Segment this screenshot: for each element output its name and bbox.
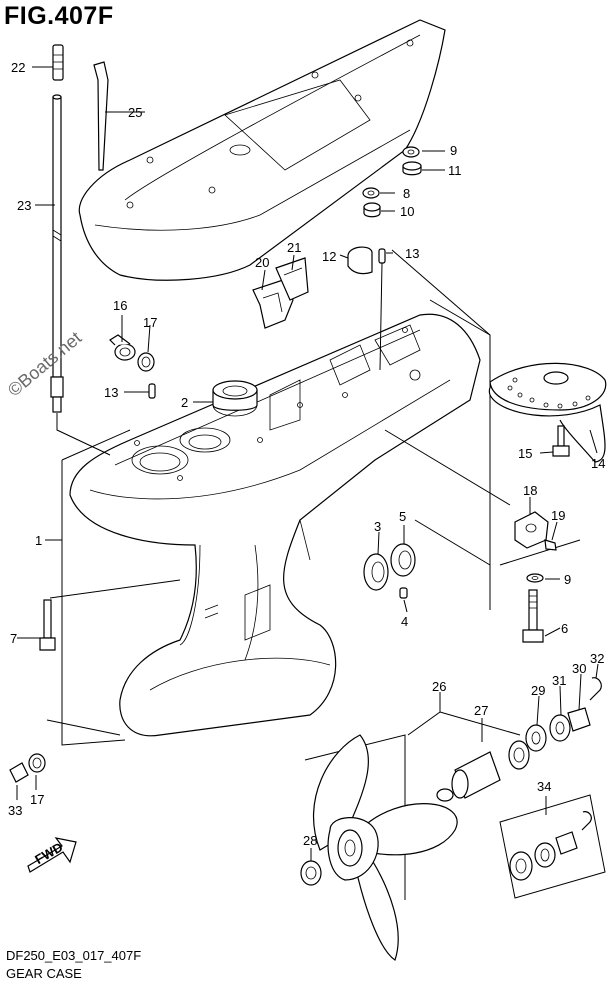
callout-27: 27 — [474, 703, 488, 718]
part-28-washer-rear — [508, 740, 530, 770]
part-23-rod — [50, 94, 64, 413]
callout-11: 11 — [448, 163, 462, 178]
part-7-bolt — [39, 599, 56, 651]
part-19-screw — [544, 539, 557, 551]
callout-4: 4 — [401, 614, 408, 629]
propeller — [312, 734, 458, 961]
gear-case-body — [69, 313, 481, 737]
callout-5: 5 — [399, 509, 406, 524]
callout-7: 7 — [10, 631, 17, 646]
part-17-washer-lower — [28, 753, 46, 773]
part-15-bolt — [552, 425, 570, 457]
callout-34: 34 — [537, 779, 551, 794]
upper-cover-plate — [78, 19, 446, 281]
callout-14: 14 — [591, 456, 605, 471]
part-9-washer-top — [402, 146, 420, 158]
part-17-washer — [137, 352, 155, 372]
callout-17-lower: 17 — [30, 792, 44, 807]
fwd-arrow: FWD — [27, 837, 77, 873]
callout-21: 21 — [287, 240, 301, 255]
callout-30: 30 — [572, 661, 586, 676]
callout-3: 3 — [374, 519, 381, 534]
part-8-washer — [362, 187, 380, 199]
callout-labels: 22 25 23 16 17 13 2 1 7 20 21 12 13 9 11… — [8, 60, 605, 848]
callout-26: 26 — [432, 679, 446, 694]
callout-12: 12 — [322, 249, 336, 264]
callout-2: 2 — [181, 395, 188, 410]
callout-8: 8 — [403, 186, 410, 201]
part-28-washer — [300, 860, 322, 886]
callout-20: 20 — [255, 255, 269, 270]
part-13-pin-left — [148, 383, 156, 399]
part-13-pin-right — [378, 248, 386, 264]
callout-9-right: 9 — [564, 572, 571, 587]
part-12-anode — [347, 246, 373, 275]
exploded-frame — [46, 249, 581, 900]
part-30-nut — [567, 707, 591, 732]
part-18-block — [514, 511, 549, 549]
callout-9-top: 9 — [450, 143, 457, 158]
part-6-bolt — [522, 589, 544, 643]
callout-16: 16 — [113, 298, 127, 313]
callout-28: 28 — [303, 833, 317, 848]
callout-18: 18 — [523, 483, 537, 498]
callout-6: 6 — [561, 621, 568, 636]
callout-13-left: 13 — [104, 385, 118, 400]
callout-31: 31 — [552, 673, 566, 688]
part-16-plug — [109, 334, 136, 361]
callout-1: 1 — [35, 533, 42, 548]
callout-25: 25 — [128, 105, 142, 120]
part-27-bushing — [436, 751, 501, 802]
callout-22: 22 — [11, 60, 25, 75]
part-32-cotter-pin — [589, 677, 602, 701]
part-14-trim-tab — [488, 362, 607, 463]
part-34-kit — [499, 794, 606, 899]
callout-19: 19 — [551, 508, 565, 523]
callout-29: 29 — [531, 683, 545, 698]
callout-33: 33 — [8, 803, 22, 818]
part-5-seal — [390, 543, 416, 577]
callout-10: 10 — [400, 204, 414, 219]
part-25-tie-strap — [93, 61, 109, 171]
diagram-name: GEAR CASE — [6, 966, 82, 981]
leader-lines — [16, 66, 599, 861]
part-21-bracket — [275, 257, 309, 301]
part-31-washer — [549, 714, 571, 742]
part-4-pin — [399, 587, 408, 599]
callout-23: 23 — [17, 198, 31, 213]
callout-15: 15 — [518, 446, 532, 461]
callout-17: 17 — [143, 315, 157, 330]
part-9-washer-right — [526, 573, 544, 583]
part-29-washer — [525, 724, 547, 752]
part-22-nipple — [52, 44, 64, 81]
part-3-bearing — [363, 553, 389, 591]
diagram-code: DF250_E03_017_407F — [6, 948, 142, 963]
figure-title: FIG.407F — [4, 2, 114, 30]
callout-32: 32 — [590, 651, 604, 666]
part-33-plug — [9, 762, 29, 783]
callout-13-right: 13 — [405, 246, 419, 261]
